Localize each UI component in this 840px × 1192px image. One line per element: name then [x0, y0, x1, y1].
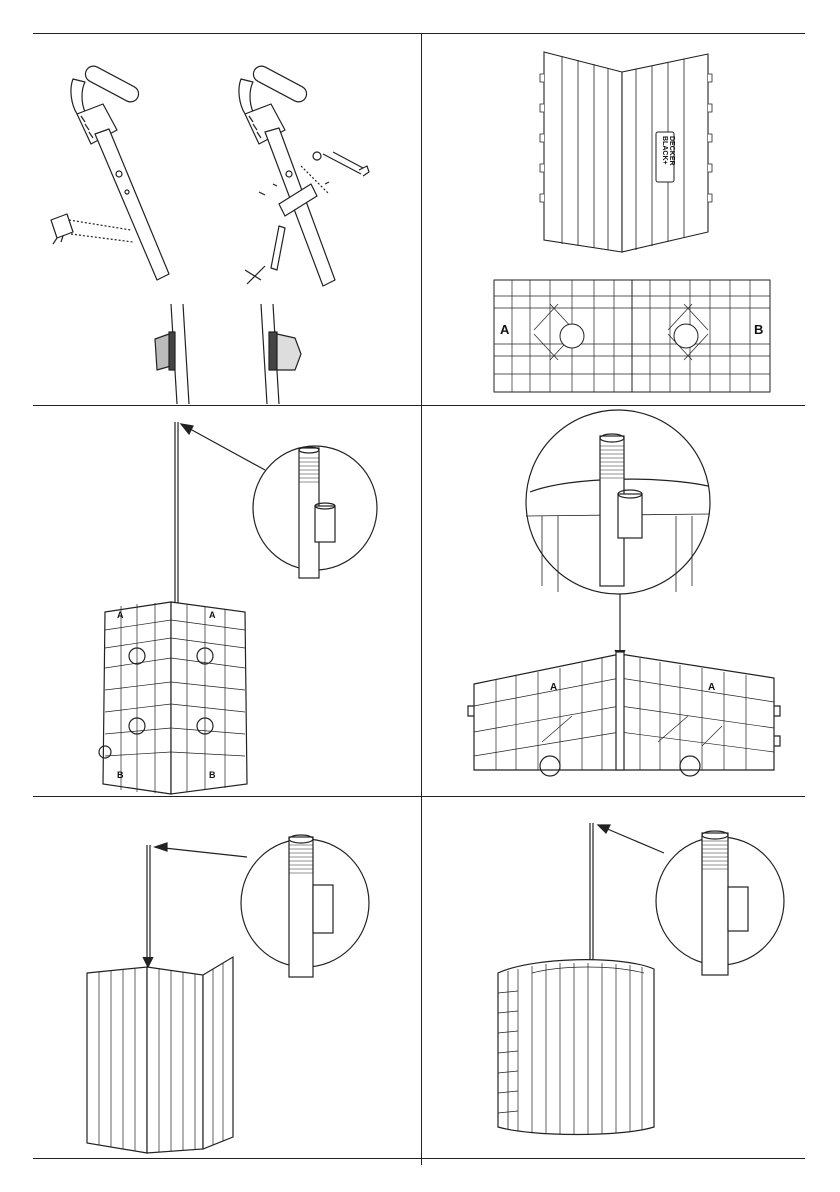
joined-mark-a-right: A [708, 682, 715, 693]
detail-insert-left [155, 304, 189, 404]
step-rod-insert-folded: A A B B [33, 406, 421, 796]
handle-assembly-illustration [33, 34, 421, 405]
folded-mark-b-left: B [117, 770, 124, 780]
rod-insert-folded-illustration: A A B B [33, 406, 421, 796]
step-handle-assembly [33, 34, 421, 405]
step-panel-overview: BLACK+ DECKER A B [422, 34, 805, 405]
rod-insert-cylinder-illustration [422, 797, 805, 1158]
brand-logo-line-2: DECKER [668, 136, 675, 166]
detail-insert-right [261, 304, 301, 404]
rod-insert-wall-illustration [33, 797, 421, 1158]
step-rod-insert-wall [33, 797, 421, 1158]
handle-right [239, 63, 369, 286]
handle-left [51, 63, 169, 280]
panel-overview-illustration: BLACK+ DECKER A B [422, 34, 805, 405]
folded-mark-a-left: A [117, 610, 124, 620]
panel-label-b: B [754, 322, 763, 337]
joined-mark-a-left: A [550, 682, 557, 693]
folded-mark-b-right: B [209, 770, 216, 780]
brand-logo-line-1: BLACK+ [661, 136, 668, 165]
step-rod-insert-cylinder [422, 797, 805, 1158]
panel-label-a: A [500, 322, 510, 337]
bottom-rule [33, 1158, 805, 1159]
rod-insert-joined-illustration: A A [422, 406, 805, 796]
folded-mark-a-right: A [209, 610, 216, 620]
step-rod-insert-joined: A A [422, 406, 805, 796]
